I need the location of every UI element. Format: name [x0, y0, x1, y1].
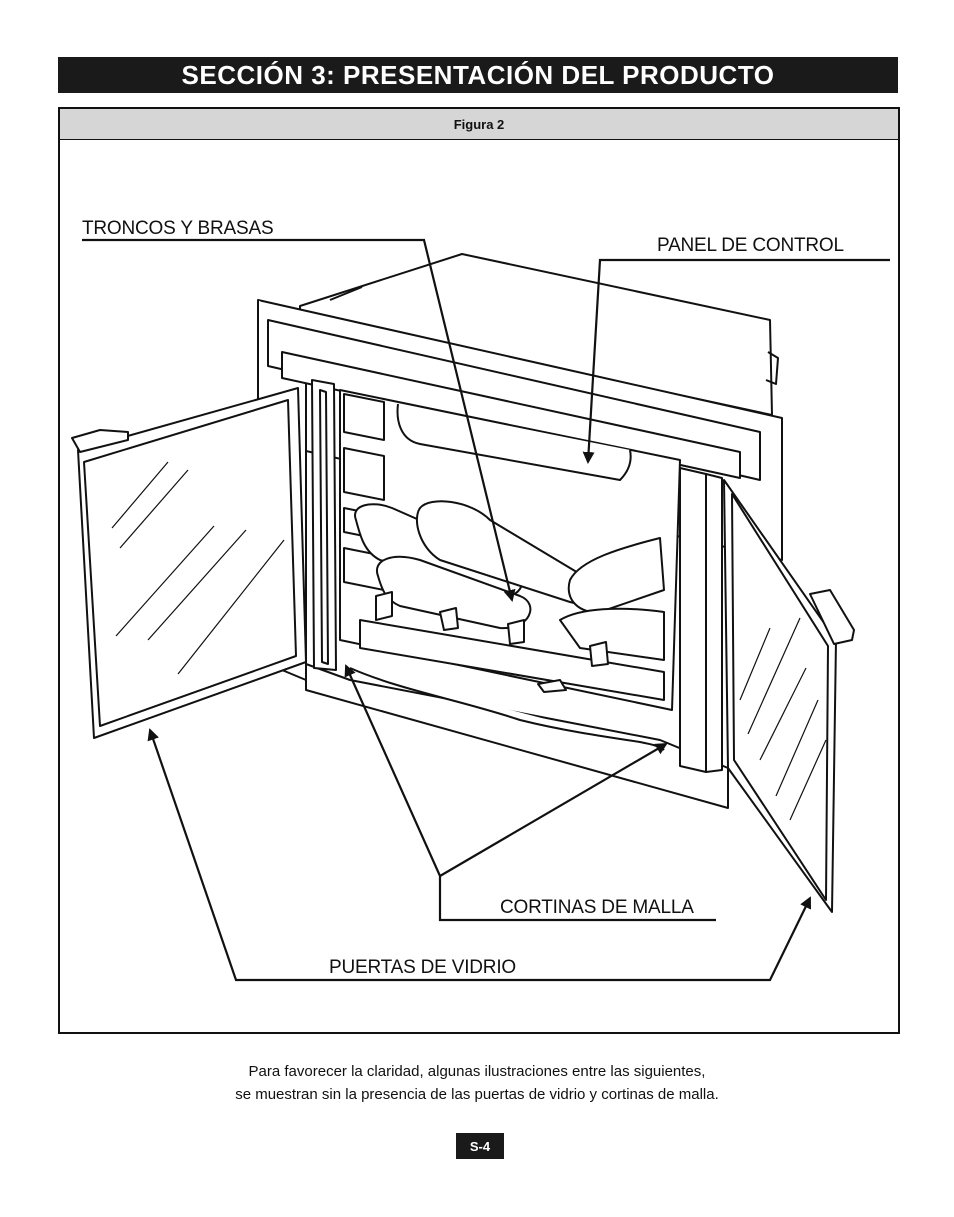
note-line-2: se muestran sin la presencia de las puer…: [235, 1086, 719, 1103]
page-number: S-4: [456, 1133, 504, 1159]
glass-door-right: [723, 479, 837, 913]
control-panel-callout-line: [582, 258, 890, 464]
label-mesh-curtains: CORTINAS DE MALLA: [500, 897, 694, 918]
ember-bed: [359, 619, 665, 701]
mesh-curtain-left: [311, 379, 337, 671]
figure-caption: Figura 2: [60, 109, 898, 140]
doors-callout-line-right: [526, 896, 812, 982]
label-control-panel: PANEL DE CONTROL: [657, 235, 844, 256]
doors-callout-line-left: [147, 728, 526, 982]
note-line-1: Para favorecer la claridad, algunas ilus…: [248, 1063, 706, 1080]
label-logs: TRONCOS Y BRASAS: [82, 218, 274, 239]
mesh-callout-line-right: [439, 742, 668, 877]
glass-door-left: [77, 387, 307, 739]
section-title: SECCIÓN 3: PRESENTACIÓN DEL PRODUCTO: [58, 57, 898, 93]
mesh-curtain-right: [679, 467, 707, 773]
figure-box: Figura 2: [58, 107, 900, 1034]
mesh-callout-line-left: [344, 664, 716, 922]
label-glass-doors: PUERTAS DE VIDRIO: [329, 957, 516, 978]
log-4: [567, 537, 665, 614]
logs-callout-line: [82, 238, 516, 602]
